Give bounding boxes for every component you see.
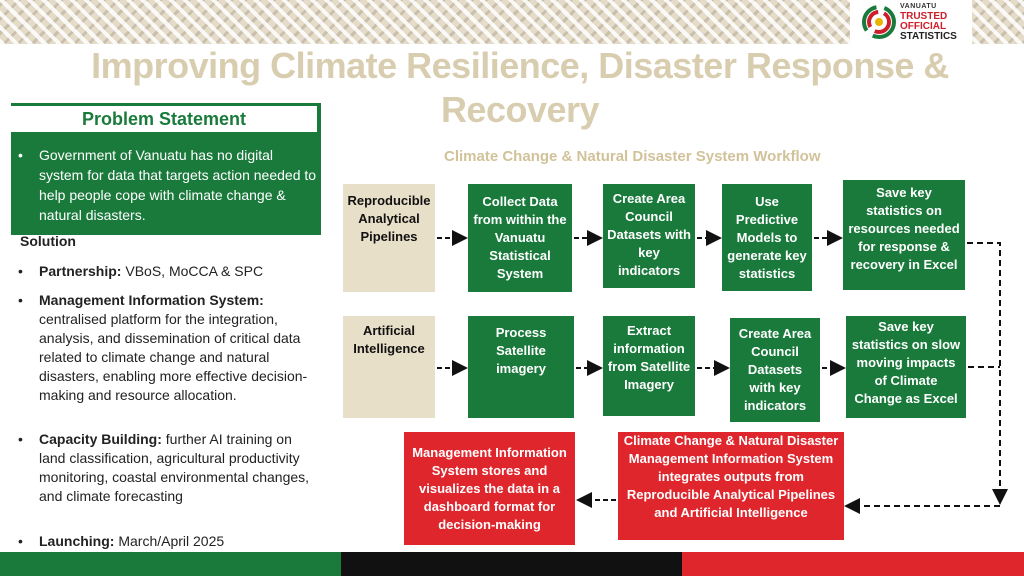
ai-label-box: Artificial Intelligence [343,316,435,418]
solution-item: • Management Information System: central… [18,291,314,405]
solution-item-label: Management Information System: [39,292,264,308]
save-resources-box: Save key statistics on resources needed … [843,180,965,290]
collect-data-box: Collect Data from within the Vanuatu Sta… [468,184,572,292]
solution-heading: Solution [20,233,76,249]
problem-text: Government of Vanuatu has no digital sys… [39,147,317,223]
predictive-models-box: Use Predictive Models to generate key st… [722,184,812,291]
save-slow-impacts-box: Save key statistics on slow moving impac… [846,316,966,418]
logo-line3: STATISTICS [900,31,957,42]
logo-line1: TRUSTED [900,11,948,22]
solution-item: • Capacity Building: further AI training… [18,430,314,506]
process-satellite-box: Process Satellite imagery [468,316,574,418]
solution-item-label: Launching: [39,533,115,549]
footer-bar-green [0,552,341,576]
create-area-council-ai-box: Create Area Council Datasets with key in… [730,318,820,422]
footer-bar-red [682,552,1024,576]
problem-statement-text: • Government of Vanuatu has no digital s… [18,145,318,225]
bullet-icon: • [18,533,23,549]
mis-dashboard-box: Management Information System stores and… [404,432,575,545]
solution-item-text: centralised platform for the integration… [39,311,308,403]
solution-item: • Partnership: VBoS, MoCCA & SPC [18,262,314,281]
extract-info-box: Extract information from Satellite Image… [603,316,695,416]
footer-bar-black [341,552,682,576]
vbos-logo: VANUATU TRUSTED OFFICIAL STATISTICS [850,0,972,44]
bullet-icon: • [18,147,23,163]
solution-item-text: further AI training on land classificati… [39,431,310,504]
solution-item-label: Partnership: [39,263,122,279]
title-line2: Recovery [440,89,600,130]
solution-item-text: March/April 2025 [114,533,225,549]
title-line1: Improving Climate Resilience, Disaster R… [91,45,949,86]
solution-item: • Launching: March/April 2025 [18,532,314,551]
integration-box: Climate Change & Natural Disaster Manage… [618,432,844,540]
logo-country: VANUATU [900,3,937,10]
solution-item-label: Capacity Building: [39,431,162,447]
bullet-icon: • [18,431,23,447]
bullet-icon: • [18,263,23,279]
logo-emblem-icon [862,5,896,39]
bullet-icon: • [18,292,23,308]
connector-r1-right [967,242,1001,500]
rap-label-box: Reproducible Analytical Pipelines [343,184,435,292]
problem-statement-heading: Problem Statement [11,106,317,132]
solution-item-text: VBoS, MoCCA & SPC [121,263,264,279]
workflow-title: Climate Change & Natural Disaster System… [444,148,821,165]
slide-title: Improving Climate Resilience, Disaster R… [40,44,1000,132]
create-area-council-box: Create Area Council Datasets with key in… [603,184,695,288]
logo-line2: OFFICIAL [900,21,947,32]
